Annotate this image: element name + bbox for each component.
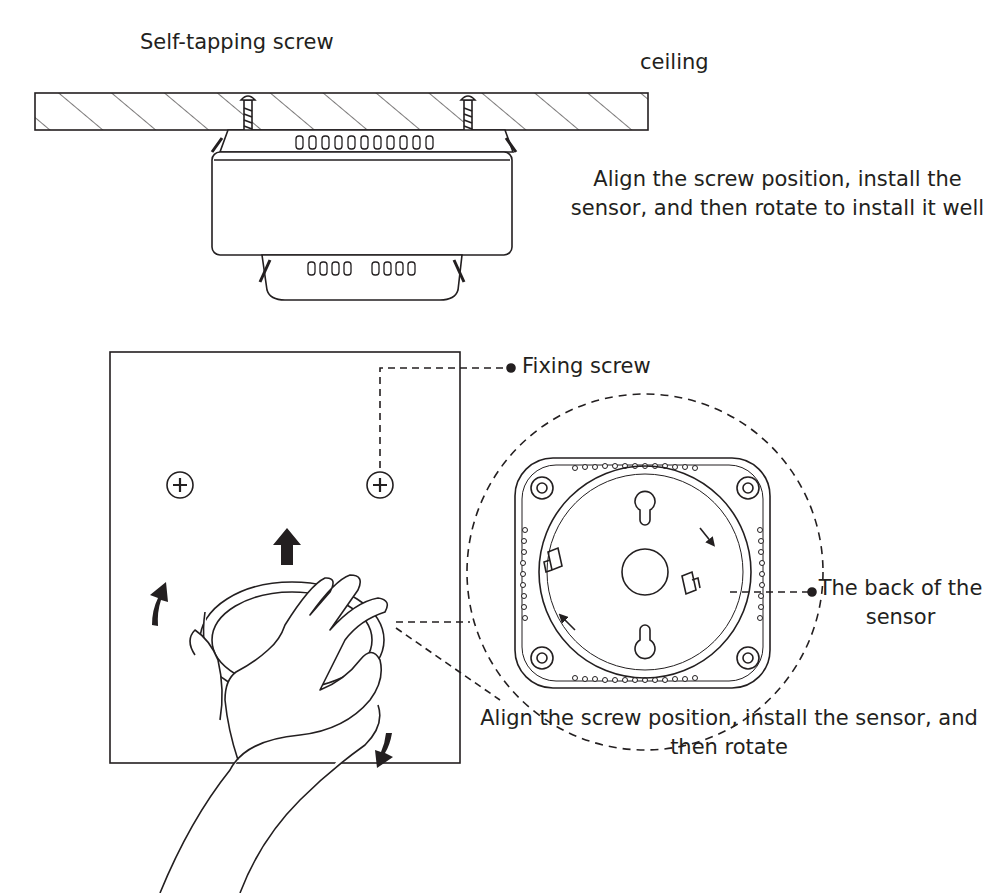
leader-dot (808, 588, 816, 596)
hand (160, 575, 387, 893)
leader-dot (507, 364, 515, 372)
part-label: Fixing screw (522, 352, 722, 381)
part-label: The back of the sensor (818, 574, 983, 633)
part-label: Self-tapping screw (140, 28, 420, 57)
sensor-back (515, 458, 770, 688)
leader-line (730, 591, 808, 593)
instruction-note: Align the screw position, install the se… (570, 165, 985, 224)
ceiling-slab (35, 93, 648, 130)
sensor-side-view (212, 130, 516, 300)
fixing-screw (167, 472, 393, 498)
leader-line (380, 368, 506, 468)
zoom-circle (467, 394, 823, 750)
instruction-note: Align the screw position, install the se… (468, 704, 990, 763)
part-label: ceiling (640, 48, 760, 77)
